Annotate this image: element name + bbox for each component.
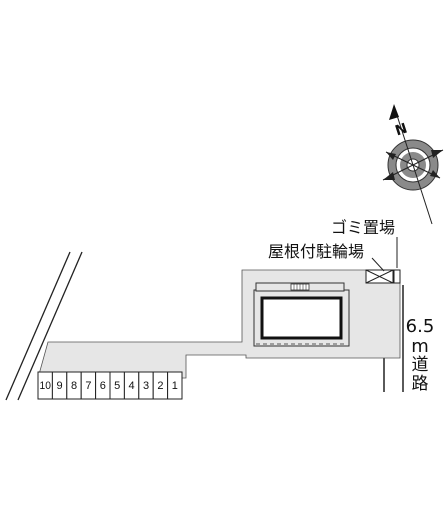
parking-slot-number: 10 [40,380,51,392]
parking-slot-number: 5 [114,380,120,392]
north-arrow-icon [389,104,399,120]
parking-slot-number: 4 [129,380,135,392]
parking-slot [167,371,183,400]
parking-slot-number: 8 [71,380,77,392]
road-unit: m [411,336,429,357]
garbage-label: ゴミ置場 [331,218,395,237]
building [253,282,350,347]
side-road [5,251,83,401]
parking-slot-number: 7 [85,380,91,392]
parking-slot-number: 2 [157,380,163,392]
road-char-1: 道 [412,355,429,375]
garbage-area [365,269,401,284]
road-label: 6.5 m 道 路 [406,316,435,394]
bike-leader [371,257,385,272]
parking-slot-number: 3 [143,380,149,392]
compass-rose: N [382,104,444,225]
parking-slot-number: 9 [57,380,63,392]
parking-slot-number: 6 [100,380,106,392]
bike-parking-label: 屋根付駐輪場 [268,242,364,261]
road-width: 6.5 [406,316,435,337]
north-label: N [393,121,409,140]
parking-slot-number: 1 [172,380,178,392]
road-char-2: 路 [412,374,429,394]
